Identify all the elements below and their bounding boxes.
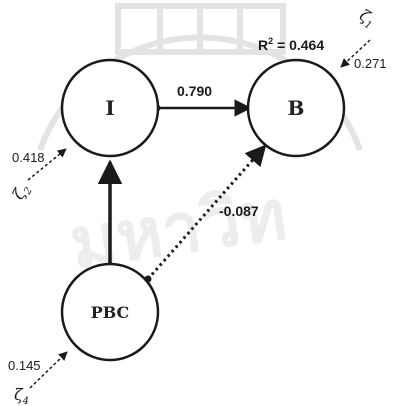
coefficient-i-to-b: 0.790: [177, 83, 212, 99]
zeta-b: ζ1: [355, 5, 379, 32]
r-squared-label: R2 = 0.464: [258, 36, 324, 53]
r-squared-symbol: R: [258, 37, 268, 53]
error-value-b: 0.271: [354, 56, 387, 71]
zeta-pbc: ζ4: [14, 385, 29, 406]
zeta-i: ζ2: [8, 180, 35, 204]
node-pbc-label: PBC: [91, 303, 130, 322]
node-pbc: PBC: [60, 262, 160, 362]
error-arrow-i: [27, 148, 67, 181]
node-i: I: [60, 58, 160, 158]
zeta-i-subscript: 2: [22, 186, 35, 198]
zeta-pbc-symbol: ζ: [14, 385, 24, 404]
error-arrow-b: [340, 39, 371, 68]
zeta-pbc-subscript: 4: [22, 396, 29, 406]
node-b: B: [246, 58, 346, 158]
node-i-label: I: [105, 96, 114, 120]
error-value-i: 0.418: [12, 150, 45, 165]
zeta-b-subscript: 1: [362, 19, 373, 32]
coefficient-pbc-to-b: -0.087: [219, 203, 259, 219]
r-squared-superscript: 2: [268, 36, 273, 46]
node-b-label: B: [288, 96, 305, 120]
r-squared-value: = 0.464: [273, 37, 324, 53]
error-value-pbc: 0.145: [8, 358, 41, 373]
